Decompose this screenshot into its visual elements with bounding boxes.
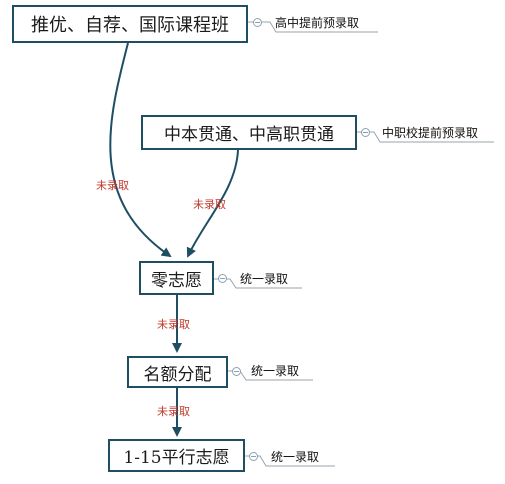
note-parallel: 统一录取 — [271, 450, 320, 464]
node-quota-label: 名额分配 — [143, 364, 212, 385]
node-through-label: 中本贯通、中高职贯通 — [164, 125, 334, 145]
collapse-icon[interactable] — [218, 274, 227, 283]
collapse-icon[interactable] — [253, 18, 262, 27]
node-recommend: 推优、自荐、国际课程班 — [12, 5, 248, 43]
node-zero: 零志愿 — [139, 261, 214, 295]
collapse-icon[interactable] — [232, 367, 241, 376]
arrow-recommend-to-zero — [109, 42, 172, 258]
node-parallel: 1-15平行志愿 — [108, 439, 245, 472]
node-recommend-label: 推优、自荐、国际课程班 — [31, 15, 229, 36]
node-parallel-label: 1-15平行志愿 — [123, 448, 230, 468]
note-through: 中职校提前预录取 — [382, 126, 479, 140]
node-quota: 名额分配 — [127, 356, 228, 388]
note-quota: 统一录取 — [251, 364, 300, 378]
note-zero: 统一录取 — [240, 272, 289, 286]
node-through: 中本贯通、中高职贯通 — [141, 115, 357, 150]
node-zero-label: 零志愿 — [151, 270, 202, 291]
note-recommend: 高中提前预录取 — [275, 16, 360, 30]
collapse-icon[interactable] — [249, 452, 258, 461]
edge-label-recommend-to-zero: 未录取 — [96, 179, 129, 192]
collapse-icon[interactable] — [361, 128, 370, 137]
edge-label-through-to-zero: 未录取 — [193, 198, 226, 211]
arrow-through-to-zero — [186, 149, 239, 258]
edge-label-zero-to-quota: 未录取 — [157, 318, 190, 331]
edge-label-quota-to-parallel: 未录取 — [157, 405, 190, 418]
